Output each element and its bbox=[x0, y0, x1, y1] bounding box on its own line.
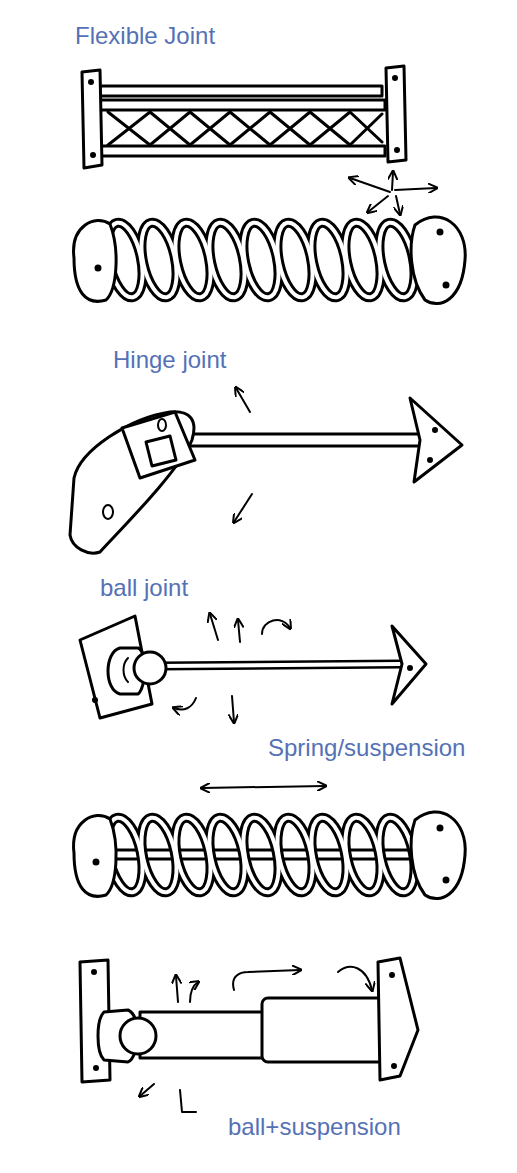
truss-rail bbox=[100, 146, 385, 156]
motion-arrow bbox=[232, 696, 234, 722]
coils bbox=[101, 220, 420, 301]
motion-arrow bbox=[238, 620, 240, 642]
motion-arrow bbox=[392, 172, 393, 190]
hinge-pin bbox=[146, 436, 176, 466]
coil-highlight bbox=[101, 815, 420, 896]
motion-arrows bbox=[174, 614, 290, 722]
bolt-hole bbox=[158, 419, 166, 431]
truss-rail bbox=[95, 100, 385, 110]
ball bbox=[134, 652, 166, 684]
rivet bbox=[438, 230, 442, 234]
joint-label: ball+suspension bbox=[228, 1113, 401, 1141]
rivet bbox=[444, 878, 448, 882]
motion-arrow bbox=[350, 178, 390, 192]
motion-arrow bbox=[396, 196, 400, 214]
mount-plate bbox=[392, 626, 426, 704]
mount-plate bbox=[82, 70, 102, 168]
bolt-hole bbox=[103, 505, 113, 519]
truss-rail bbox=[100, 86, 382, 96]
motion-arrows bbox=[140, 967, 372, 1112]
motion-arrow bbox=[176, 976, 178, 1002]
rivet bbox=[94, 860, 98, 864]
ball bbox=[120, 1018, 156, 1054]
cylinder bbox=[262, 998, 397, 1062]
spring-suspension bbox=[74, 812, 466, 899]
rivet bbox=[92, 154, 95, 157]
rod-outline bbox=[160, 664, 400, 666]
motion-arrow bbox=[233, 970, 300, 990]
rivet bbox=[438, 826, 442, 830]
motion-arrow bbox=[202, 786, 325, 788]
ball-suspension bbox=[80, 958, 418, 1082]
rivet bbox=[94, 699, 97, 702]
rivet bbox=[434, 429, 437, 432]
joint-label: Spring/suspension bbox=[268, 734, 465, 762]
end-cap bbox=[411, 812, 465, 899]
rivet bbox=[95, 1067, 98, 1070]
rivet bbox=[90, 81, 93, 84]
joint-label: Flexible Joint bbox=[75, 22, 215, 50]
motion-arrow bbox=[368, 196, 388, 212]
rod bbox=[160, 664, 400, 666]
piston-rod bbox=[140, 1012, 265, 1058]
rivet bbox=[96, 266, 100, 270]
end-cap bbox=[74, 816, 117, 897]
joint-label: ball joint bbox=[100, 574, 188, 602]
hinge-block bbox=[122, 412, 195, 478]
rivet bbox=[393, 1065, 396, 1068]
rivet bbox=[396, 149, 399, 152]
motion-arrow bbox=[190, 982, 198, 1002]
mount-plate bbox=[386, 66, 406, 162]
rod bbox=[185, 434, 430, 446]
motion-arrow bbox=[236, 388, 250, 412]
truss-beam bbox=[82, 66, 406, 168]
hinge-joint bbox=[70, 398, 462, 553]
truss-brace bbox=[108, 112, 382, 145]
motion-arrow bbox=[140, 1084, 154, 1096]
mount-plate bbox=[378, 958, 418, 1080]
mount-plate bbox=[410, 398, 462, 482]
rivet bbox=[93, 971, 96, 974]
end-cap bbox=[411, 217, 465, 304]
truss-brace bbox=[108, 112, 382, 145]
motion-arrow bbox=[210, 614, 218, 640]
motion-arrows bbox=[234, 388, 252, 522]
socket-edge bbox=[124, 658, 129, 682]
motion-arrows bbox=[350, 172, 436, 214]
rivet bbox=[444, 283, 448, 287]
rivet bbox=[429, 459, 432, 462]
coil-spring bbox=[74, 217, 466, 304]
coil-highlight bbox=[101, 220, 420, 301]
joint-label: Hinge joint bbox=[113, 346, 226, 374]
motion-arrow bbox=[180, 1090, 196, 1112]
motion-arrow bbox=[395, 188, 436, 190]
rivet bbox=[409, 667, 412, 670]
rotation-arrow bbox=[338, 967, 372, 990]
motion-arrow bbox=[234, 494, 252, 522]
rotation-arrow bbox=[174, 698, 196, 710]
end-cap bbox=[74, 221, 117, 302]
ball-joint bbox=[80, 616, 426, 718]
rotation-arrow bbox=[262, 620, 290, 634]
rivet bbox=[394, 77, 397, 80]
coils bbox=[101, 815, 420, 896]
rivet bbox=[391, 974, 394, 977]
